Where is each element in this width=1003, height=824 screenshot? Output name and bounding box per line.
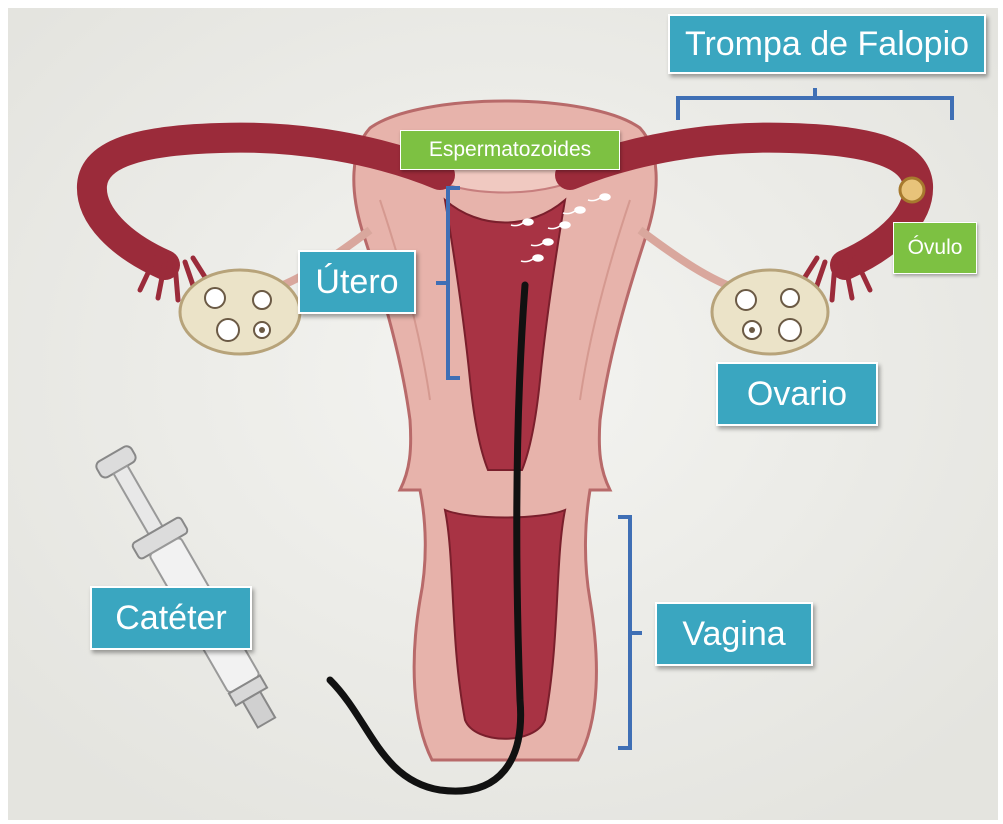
label-sperm: Espermatozoides bbox=[400, 130, 620, 170]
label-uterus: Útero bbox=[298, 250, 416, 314]
ovary-right bbox=[712, 270, 828, 354]
ovary-left bbox=[180, 270, 300, 354]
label-vagina: Vagina bbox=[655, 602, 813, 666]
label-ovum: Óvulo bbox=[893, 222, 977, 274]
ovum bbox=[900, 178, 924, 202]
label-fallopian-tube: Trompa de Falopio bbox=[668, 14, 986, 74]
vaginal-canal bbox=[445, 510, 565, 739]
label-catheter: Catéter bbox=[90, 586, 252, 650]
label-ovary: Ovario bbox=[716, 362, 878, 426]
